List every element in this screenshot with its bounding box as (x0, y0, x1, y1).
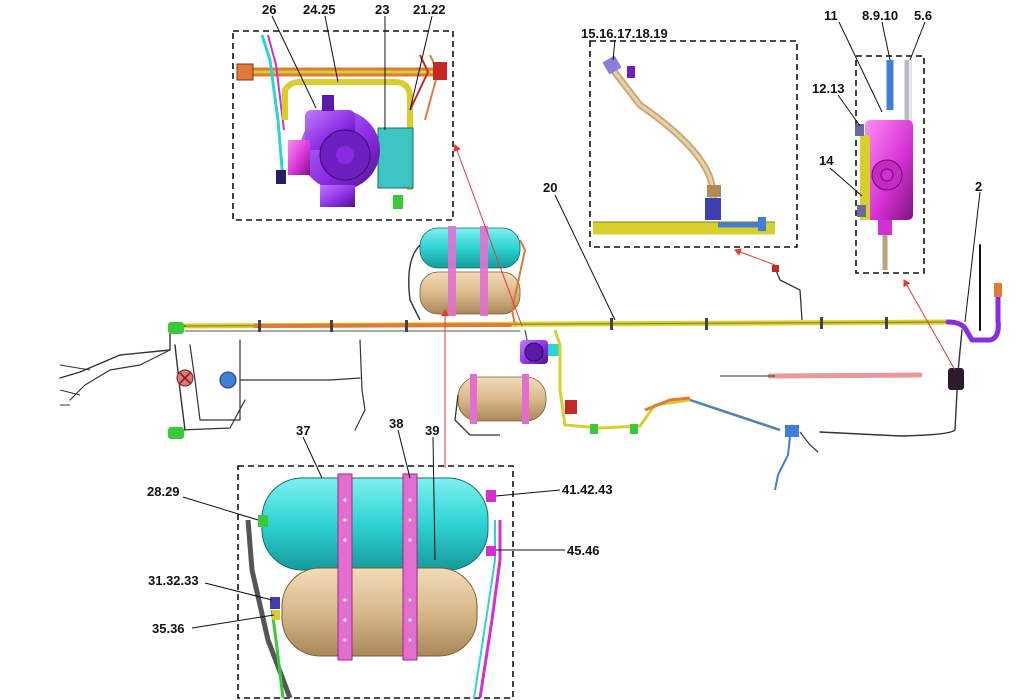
band-38 (337, 473, 353, 661)
orange-pipe-segment (253, 323, 512, 328)
pink-rod (767, 372, 923, 379)
green-fitting-bottom (168, 427, 184, 439)
label-26: 26 (262, 2, 276, 17)
label-14: 14 (819, 153, 834, 168)
detail-box-relay-valve (855, 55, 925, 274)
main-assembly (59, 226, 1002, 491)
label-41-42-43: 41.42.43 (562, 482, 613, 497)
right-elbow-pipe (945, 287, 1001, 343)
middle-tank (454, 374, 638, 436)
callout-arrows (441, 144, 956, 468)
label-24-25: 24.25 (303, 2, 336, 17)
detail-box-tanks (237, 465, 514, 699)
green-fitting-top (168, 322, 184, 334)
valve-2 (948, 368, 964, 390)
label-39: 39 (425, 423, 439, 438)
tank-39-tan (281, 567, 478, 657)
label-5-6: 5.6 (914, 8, 932, 23)
label-20: 20 (543, 180, 557, 195)
label-45-46: 45.46 (567, 543, 600, 558)
label-37: 37 (296, 423, 310, 438)
label-12-13: 12.13 (812, 81, 845, 96)
detail-box-hose (589, 40, 798, 248)
leader-lines (182, 15, 981, 629)
label-35-36: 35.36 (152, 621, 185, 636)
detail-box-foot-valve (232, 30, 454, 221)
blue-valve-left (219, 371, 237, 389)
label-23: 23 (375, 2, 389, 17)
upper-tank-pair (408, 226, 527, 326)
label-15-19: 15.16.17.18.19 (581, 26, 668, 41)
label-38: 38 (389, 416, 403, 431)
label-21-22: 21.22 (413, 2, 446, 17)
label-2: 2 (975, 179, 982, 194)
label-28-29: 28.29 (147, 484, 180, 499)
label-11: 11 (824, 8, 838, 23)
label-31-32-33: 31.32.33 (148, 573, 199, 588)
band-38b (402, 473, 418, 661)
label-8-9-10: 8.9.10 (862, 8, 898, 23)
central-valve (520, 329, 781, 432)
part-labels: 26 24.25 23 21.22 15.16.17.18.19 11 8.9.… (147, 2, 982, 636)
tank-37-cyan (261, 477, 489, 571)
